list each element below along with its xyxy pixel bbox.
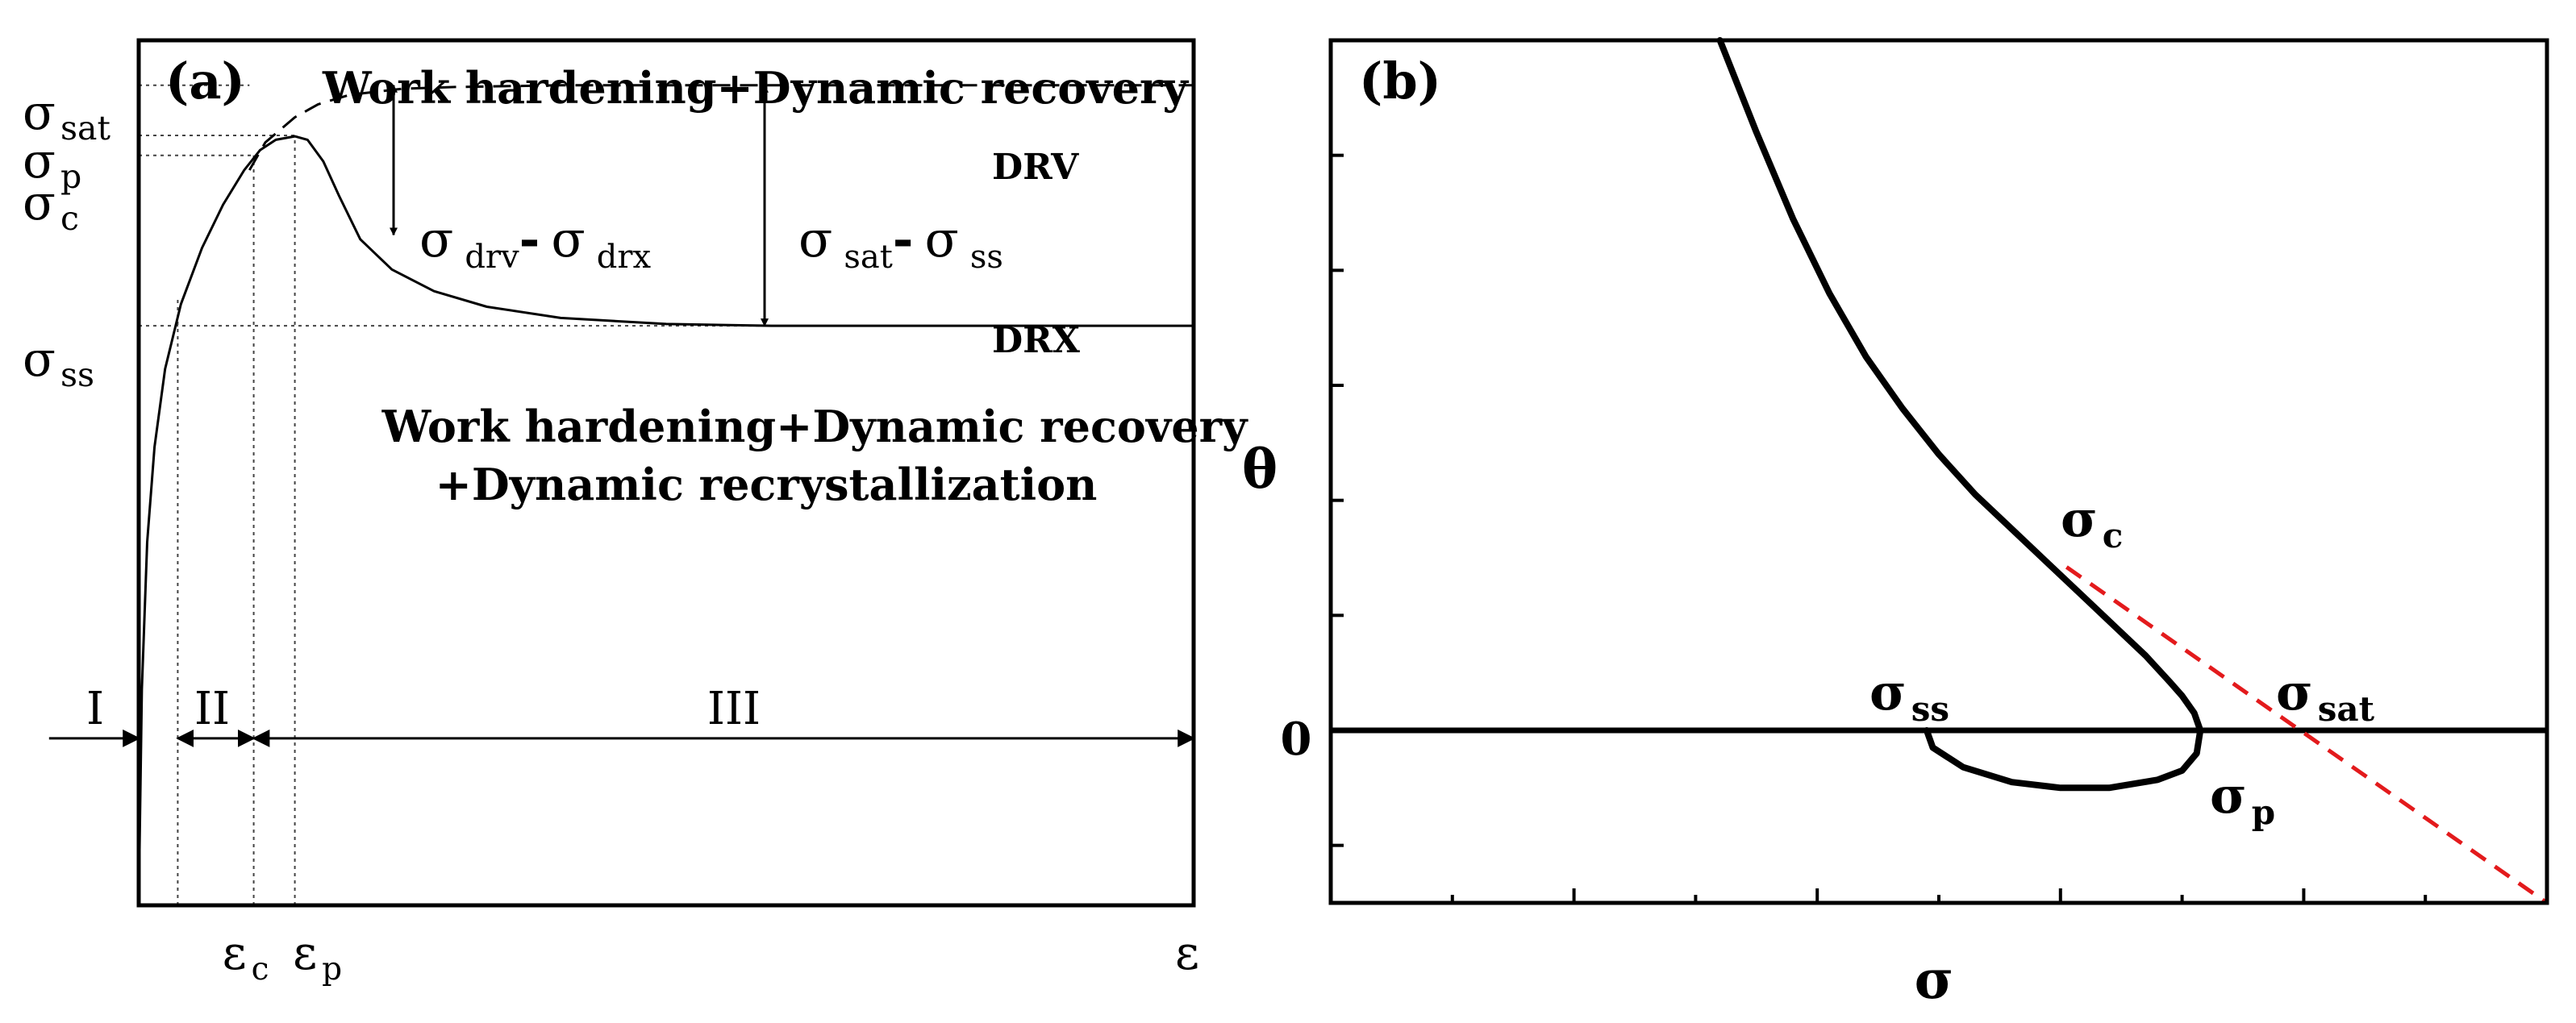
region-label-bottom-line1: Work hardening+Dynamic recovery	[381, 401, 1248, 452]
guide-lines	[139, 84, 772, 905]
x-tick-epsilon: ε	[1175, 925, 1199, 980]
curves	[1331, 37, 2549, 905]
stage-label-III: III	[707, 683, 761, 735]
panel-a: (a) Work hardening+Dynamic recovery DRV …	[23, 38, 1248, 988]
stage-label-II: II	[194, 683, 230, 735]
curves	[137, 84, 1194, 906]
region-label-top: Work hardening+Dynamic recovery	[322, 62, 1189, 114]
panel-label: (b)	[1359, 52, 1441, 110]
x-axis-label: σ	[1915, 948, 1954, 1011]
zero-label: 0	[1281, 713, 1312, 766]
region-label-bottom-line2: +Dynamic recrystallization	[436, 459, 1098, 510]
drv-label: DRV	[992, 147, 1079, 188]
arrows	[48, 84, 1196, 747]
curve-drv	[248, 84, 1194, 171]
plot-frame	[1328, 38, 2549, 905]
plot-frame	[136, 38, 1196, 908]
extrapolation-line	[2065, 565, 2549, 905]
curve-drx	[137, 135, 1194, 906]
panel-label: (a)	[165, 52, 245, 110]
y-axis-label: θ	[1242, 438, 1278, 501]
axis-ticks	[1331, 153, 2428, 903]
theta-sigma-curve	[1716, 37, 2204, 792]
drx-label: DRX	[992, 320, 1081, 361]
stage-label-I: I	[86, 683, 104, 735]
